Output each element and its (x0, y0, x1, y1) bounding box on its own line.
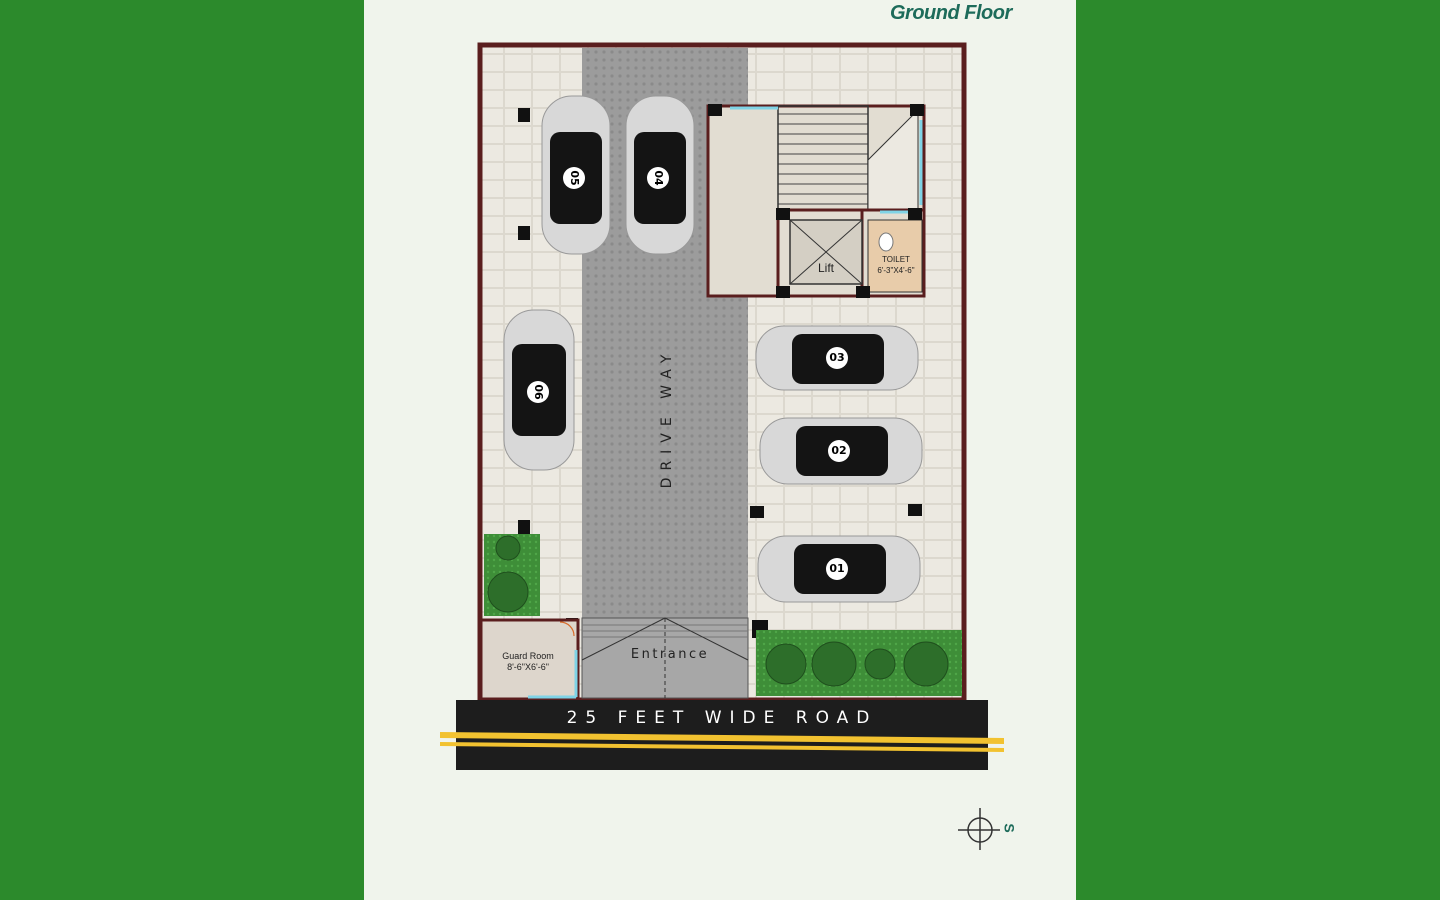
lift-label: Lift (817, 261, 834, 275)
toilet-room (867, 219, 923, 293)
toilet-label: TOILET 6'-3"X4'-6" (868, 254, 924, 276)
parking-slot-01: 01 (826, 558, 848, 580)
parking-slot-03: 03 (826, 347, 848, 369)
parking-slot-05: 05 (563, 167, 585, 189)
guard-room-size: 8'-6"X6'-6" (507, 662, 549, 672)
floor-title: Ground Floor (890, 2, 1012, 24)
entrance-label: Entrance (630, 647, 710, 662)
guard-room-label: Guard Room 8'-6"X6'-6" (488, 651, 568, 673)
toilet-size: 6'-3"X4'-6" (877, 266, 915, 275)
compass-icon (958, 808, 1000, 850)
parking-slot-02: 02 (828, 440, 850, 462)
parking-slot-04: 04 (647, 167, 669, 189)
road-label: 25 FEET WIDE ROAD (566, 708, 878, 728)
parking-slot-06: 06 (527, 381, 549, 403)
driveway-label: DRIVE WAY (659, 347, 675, 489)
toilet-name: TOILET (882, 255, 910, 264)
guard-room-name: Guard Room (502, 651, 554, 661)
guard-room (479, 618, 580, 701)
compass-direction: S (1001, 823, 1018, 833)
